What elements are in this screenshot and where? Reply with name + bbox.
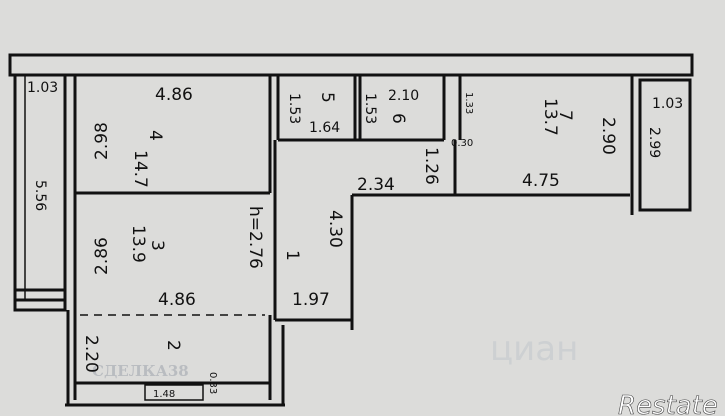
agency-watermark: СДЕЛКА38: [92, 362, 189, 380]
counter-depth: 0.33: [207, 372, 218, 394]
hall-width: 1.97: [292, 290, 330, 310]
hall-length: 4.30: [325, 210, 345, 248]
hall-number: 1: [282, 250, 302, 261]
corridor-length: 2.34: [357, 175, 395, 195]
room7-area: 13.7: [540, 98, 560, 136]
room4-width: 4.86: [155, 85, 193, 105]
balcony-right-width: 1.03: [652, 96, 683, 112]
room7-side: 1.33: [463, 92, 474, 114]
walls: [8, 53, 694, 407]
room6-width: 2.10: [388, 88, 419, 104]
room4-number: 4: [145, 130, 165, 141]
cian-watermark: циан: [490, 329, 578, 369]
niche: 0.30: [451, 138, 473, 149]
room4-area: 14.7: [130, 150, 150, 188]
room3-number: 3: [147, 240, 167, 251]
room7-width: 4.75: [522, 171, 560, 191]
hall-door-width: 1.64: [309, 120, 340, 136]
ceiling-height: h=2.76: [245, 206, 265, 269]
room4-depth: 2.98: [92, 122, 112, 160]
room5-number: 5: [317, 92, 337, 103]
room7-number: 7: [555, 110, 575, 121]
room2-depth: 2.20: [81, 335, 101, 373]
corridor-width: 1.26: [421, 147, 441, 185]
balcony-right-length: 2.99: [646, 127, 662, 158]
room7-depth: 2.90: [598, 117, 618, 155]
restate-logo: Restate: [618, 391, 718, 416]
balcony-left-length: 5.56: [32, 180, 48, 211]
room5-depth: 1.53: [286, 93, 302, 124]
balcony-left-width: 1.03: [27, 80, 58, 96]
room6-number: 6: [388, 113, 408, 124]
room3-area: 13.9: [128, 225, 148, 263]
counter-length: 1.48: [153, 389, 175, 400]
room6-depth: 1.53: [362, 93, 378, 124]
room3-width: 4.86: [158, 290, 196, 310]
room2-number: 2: [163, 340, 183, 351]
room3-depth: 2.86: [92, 237, 112, 275]
